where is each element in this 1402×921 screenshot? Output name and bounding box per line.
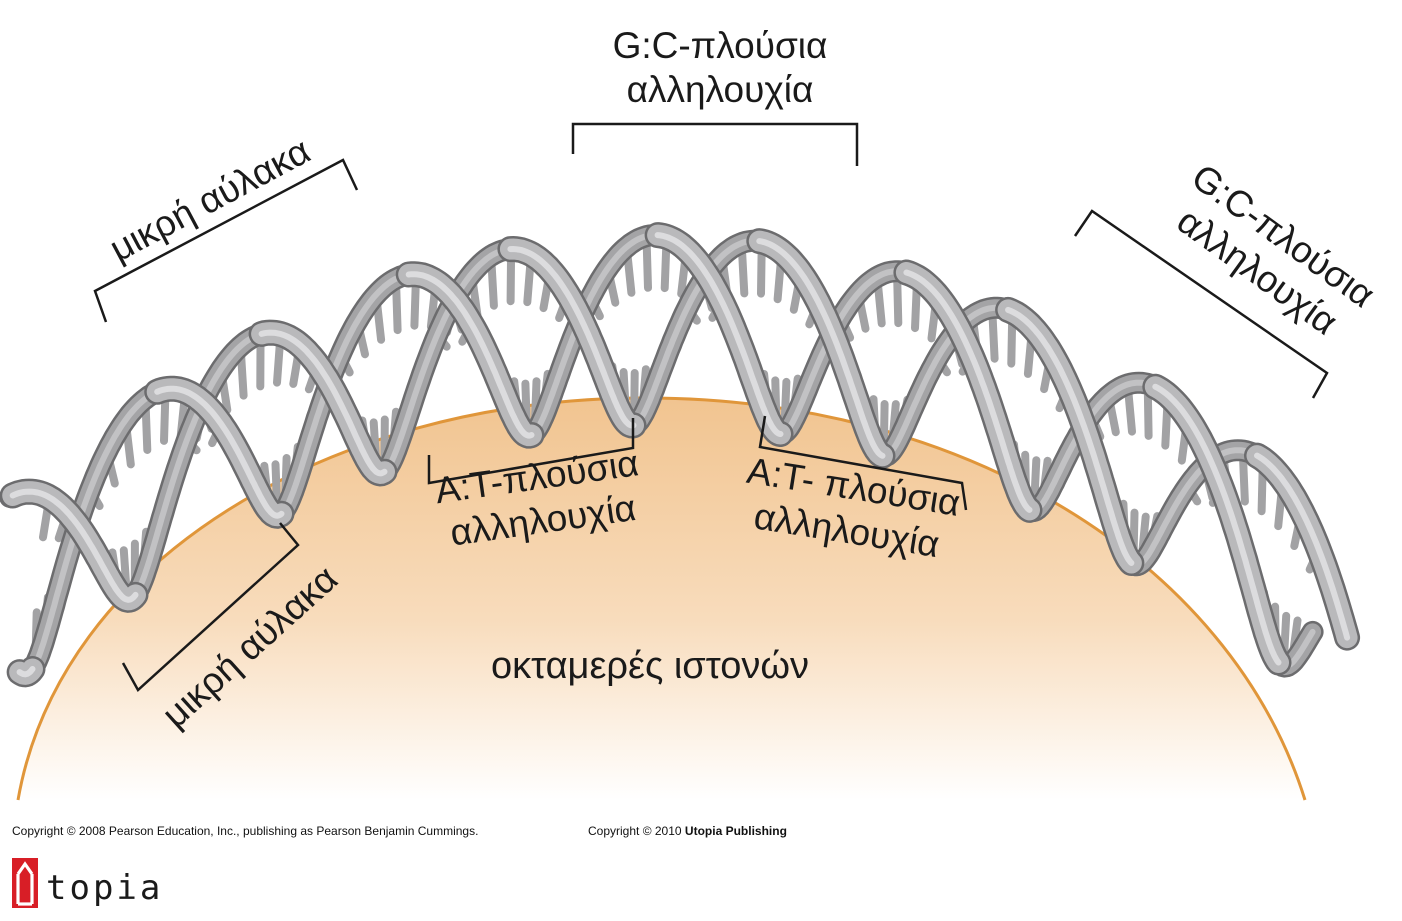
dna-strand-a-highlight [132, 330, 265, 598]
dna-strand-b-highlight [903, 269, 1033, 513]
label-histone-octamer: οκταμερές ιστονών [490, 645, 809, 687]
base-pair-rung [988, 315, 999, 363]
bracket-minor-groove-top [93, 158, 359, 323]
base-pair-rung [893, 278, 903, 328]
base-pair-rung [410, 281, 420, 330]
dna-strand-a-highlight [879, 304, 1012, 460]
base-pair-rung [1143, 391, 1153, 440]
dna-strand-b-highlight [405, 271, 535, 439]
dna-strand-a-highlight [258, 329, 388, 477]
base-pair-rung [874, 283, 886, 328]
dna-strand-a-segment [871, 296, 1020, 468]
dna-strand-b-segment [144, 375, 295, 529]
bracket-at-right [758, 415, 968, 511]
base-pair-rung [271, 460, 281, 509]
dna-strand-b-segment [395, 261, 545, 449]
base-pair-rung [738, 250, 749, 298]
base-pair-rung [160, 396, 170, 445]
dna-strand-b-highlight [154, 385, 285, 519]
base-pair-rung [1030, 456, 1041, 504]
dna-strand-b-segment [1142, 373, 1292, 676]
base-pair-rung [523, 260, 535, 307]
dna-strand-a-segment [1244, 442, 1361, 651]
dna-strand-a-segment [373, 238, 522, 483]
dna-strand-a-highlight [507, 245, 637, 429]
dna-strand-front [0, 222, 1361, 688]
base-pair-rung [1257, 466, 1267, 516]
base-pair-rung [392, 285, 402, 335]
bracket-gc-top [571, 122, 859, 166]
dna-strand-a-highlight [1005, 306, 1135, 566]
brackets [93, 122, 1329, 692]
base-pair-rung [911, 284, 921, 333]
label-gc-rich-top-line2: αλληλουχία [626, 69, 814, 110]
base-pair-rung [630, 369, 639, 418]
copyright-utopia: Copyright © 2010 Utopia Publishing [588, 824, 787, 838]
bracket-minor-groove-bottom [121, 522, 300, 692]
bracket-gc-right [1073, 209, 1329, 399]
dna-strand-a-highlight [381, 246, 514, 475]
utopia-logo-text: topia [46, 868, 164, 908]
base-pair-rung [623, 253, 636, 297]
dna-strand-a-highlight [756, 238, 886, 459]
dna-strand-a-segment [622, 229, 771, 437]
base-pair-rung [1239, 457, 1249, 506]
copyright-utopia-prefix: Copyright © 2010 [588, 824, 685, 838]
dna-strand-b-segment [6, 656, 46, 688]
dna-strand-b-highlight [654, 232, 784, 437]
base-pair-rung [757, 248, 766, 298]
base-pair-rung [237, 352, 248, 400]
base-pair-rung [373, 300, 386, 344]
utopia-logo: topia [12, 858, 172, 910]
dna-strand-a-segment [248, 319, 398, 487]
dna-strand-a-highlight [630, 237, 763, 429]
dna-strand-b-segment [893, 259, 1043, 523]
up-arrow-icon [16, 861, 34, 906]
dna-strand-a-highlight [1254, 452, 1351, 641]
dna-strand-b-segment [644, 222, 794, 447]
dna-strand-b-highlight [1152, 383, 1282, 666]
base-pair-rung [1007, 319, 1017, 368]
base-pair-rung [273, 340, 284, 387]
base-pair-rung [141, 406, 152, 454]
dna-strand-a-segment [0, 478, 149, 613]
label-gc-rich-top: G:C-πλούσια αλληλουχία [560, 24, 880, 112]
copyright-utopia-name: Utopia Publishing [684, 824, 787, 838]
base-pair-rung [660, 244, 671, 293]
dna-strand-b-highlight [16, 666, 36, 678]
bracket-at-left [427, 418, 635, 485]
histone-octamer [18, 397, 1305, 800]
dna-strand-a-segment [995, 296, 1145, 576]
label-gc-rich-top-line1: G:C-πλούσια [612, 25, 828, 66]
dna-strand-a-segment [746, 228, 896, 469]
base-pair-rung [487, 262, 498, 310]
dna-strand-a-segment [497, 235, 647, 439]
copyright-pearson: Copyright © 2008 Pearson Education, Inc.… [12, 824, 479, 838]
base-pair-rung [773, 258, 785, 304]
base-pair-rung [642, 243, 652, 292]
dna-strand-a-segment [124, 322, 273, 606]
base-pair-rung [1124, 390, 1136, 436]
dna-strand-a-highlight [9, 488, 139, 603]
base-pair-rung [1161, 402, 1172, 450]
